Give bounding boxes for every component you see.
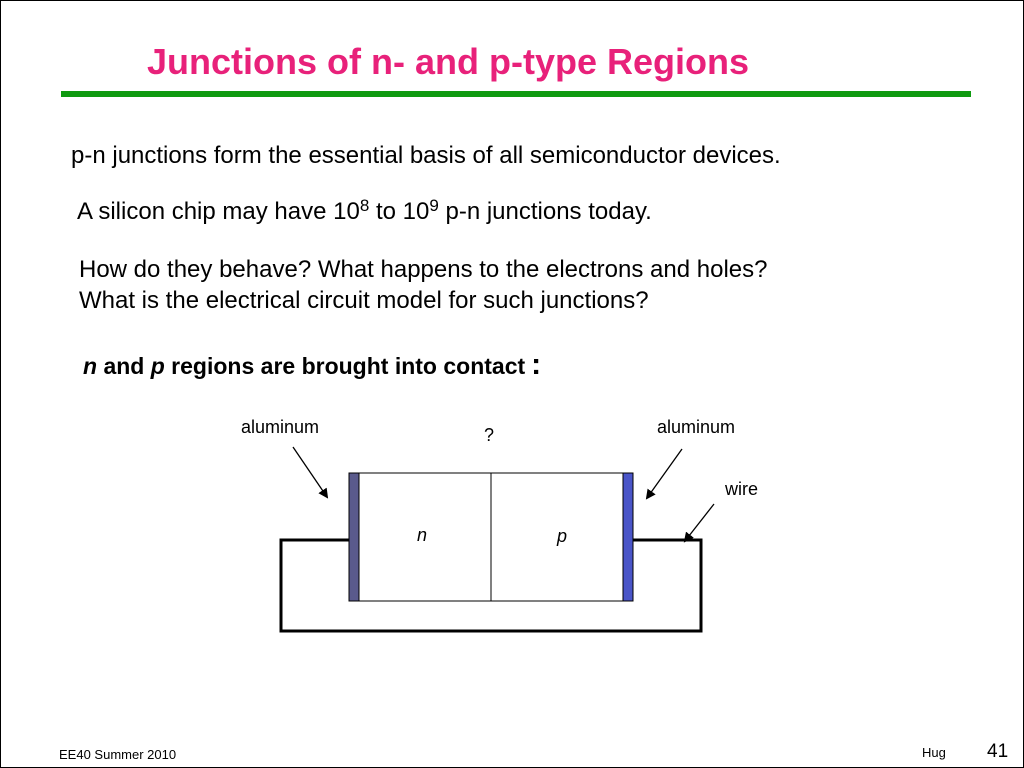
contact-n: n [83,353,98,379]
label-aluminum-right: aluminum [657,417,735,437]
text-line-1: p-n junctions form the essential basis o… [71,142,781,169]
region-label-p: p [556,526,567,546]
footer-course: EE40 Summer 2010 [59,747,177,762]
contact-rest: regions are brought into contact [164,353,526,379]
arrow-wire [683,503,715,543]
label-aluminum-left: aluminum [241,417,319,437]
line2-middle: to 10 [369,198,430,225]
slide-title: Junctions of n- and p-type Regions [147,41,749,82]
arrow-aluminum-right [645,448,683,500]
label-question: ? [484,425,494,445]
footer-author: Hug [922,745,946,760]
line2-exponent-2: 9 [429,196,439,215]
title-divider [61,91,971,97]
contact-and: and [97,353,151,379]
line2-exponent-1: 8 [359,196,370,215]
text-line-2: A silicon chip may have 108 to 109 p-n j… [77,196,652,227]
text-line-4: What is the electrical circuit model for… [79,287,649,314]
contact-colon: : [531,348,542,381]
label-wire: wire [724,479,758,499]
contact-heading: n and p regions are brought into contact… [83,350,541,381]
line2-suffix: p-n junctions today. [438,198,652,225]
region-label-n: n [417,525,427,545]
footer-page-number: 41 [987,741,1009,762]
aluminum-contact-right [622,472,634,602]
wire-loop [279,538,703,633]
text-line-3: How do they behave? What happens to the … [79,256,768,283]
aluminum-contact-left [348,472,360,602]
line2-prefix: A silicon chip may have 10 [77,198,360,225]
contact-p: p [150,353,165,379]
arrow-aluminum-left [292,446,329,499]
